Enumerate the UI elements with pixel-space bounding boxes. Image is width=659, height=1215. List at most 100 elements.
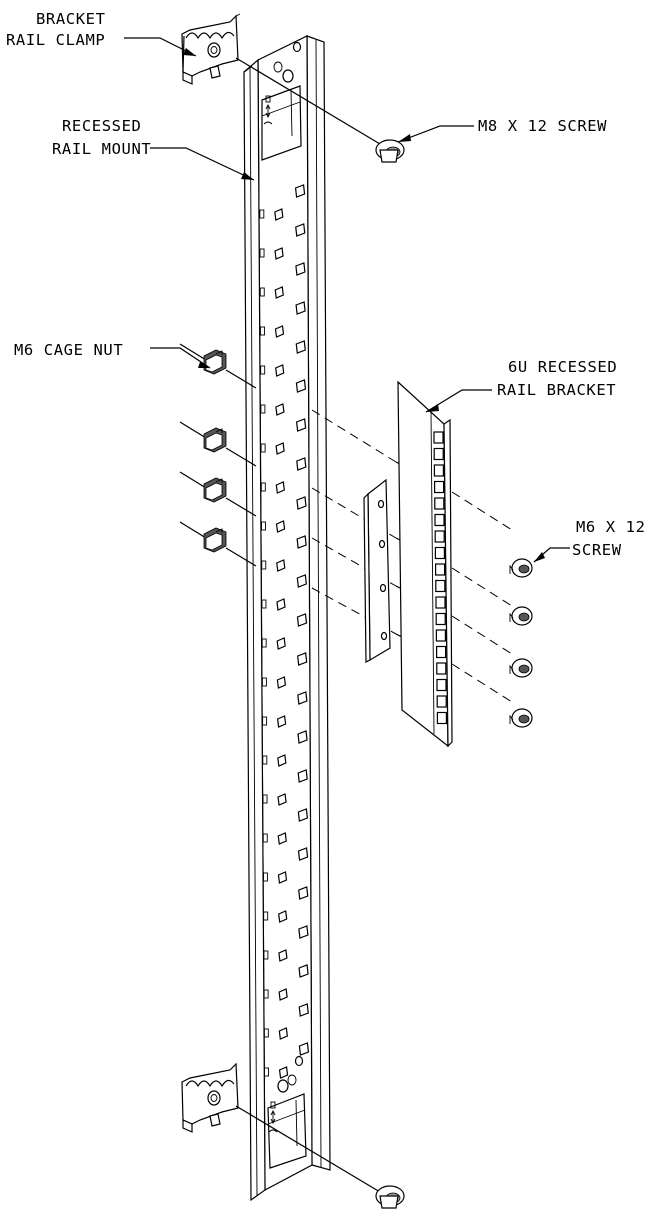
rail-hole [275, 364, 285, 377]
rail-hole [298, 1042, 310, 1056]
rail-hole [264, 1067, 269, 1077]
rail-hole [276, 559, 286, 572]
label-m6-screw-line1: M6 X 12 [576, 518, 646, 536]
rail-hole [261, 677, 267, 687]
rail-hole [260, 404, 266, 414]
bracket-hole [435, 563, 446, 576]
cage-nut-axis [225, 447, 257, 467]
bracket-square-holes [433, 431, 447, 725]
bracket-hole [435, 579, 446, 593]
bracket-hole [434, 546, 445, 560]
rail-hole [259, 209, 265, 219]
alignment-line [451, 615, 513, 655]
rail-hole [262, 833, 268, 843]
m6-screw [509, 558, 533, 578]
rail-hole [277, 754, 287, 767]
rail-hole [297, 730, 308, 744]
rail-hole [295, 418, 307, 432]
rail-hole [278, 988, 288, 1001]
bracket-rail-clamp-bottom [181, 1062, 239, 1133]
rail-hole [278, 1066, 289, 1079]
rail-hole [297, 691, 308, 705]
alignment-line [451, 663, 513, 703]
label-bracket-line2: RAIL CLAMP [6, 31, 105, 49]
rail-hole [298, 925, 309, 939]
rail-hole [275, 403, 285, 416]
rail-hole [296, 613, 308, 627]
filler-plate [363, 478, 391, 663]
bracket-hole [434, 497, 445, 510]
bracket-hole [434, 480, 445, 494]
rail-hole [261, 521, 266, 531]
rail-hole [297, 808, 309, 822]
cage-nut-axis [225, 369, 257, 389]
rail-hole [274, 325, 285, 338]
bracket-hole [435, 612, 446, 626]
rail-hole [278, 949, 288, 962]
rail-hole [298, 964, 309, 978]
rail-hole [278, 910, 288, 923]
rail-hole [275, 481, 285, 494]
label-6u-line1: 6U RECESSED [508, 358, 617, 376]
rail-hole [277, 871, 288, 884]
m6-cage-nut [203, 477, 227, 503]
bracket-hole [436, 662, 447, 675]
rail-hole [261, 599, 267, 609]
m6-screw [509, 658, 533, 678]
rail-hole [276, 598, 286, 611]
rail-hole [297, 652, 308, 666]
rail-hole [274, 208, 284, 221]
rail-hole [263, 911, 269, 921]
m8-screw-top [235, 57, 405, 163]
cage-nut-axis [179, 343, 207, 361]
cage-nut-axis [179, 471, 207, 489]
rail-hole [296, 457, 307, 471]
cage-nut-axis [225, 497, 257, 517]
label-bracket-line1: BRACKET [36, 10, 106, 28]
bracket-hole [434, 530, 445, 543]
bracket-rail-clamp-top [181, 13, 241, 85]
rail-hole [297, 847, 309, 861]
m6-cage-nut [203, 349, 227, 375]
rail-hole [260, 482, 266, 492]
bracket-hole [433, 464, 444, 477]
rail-hole [295, 340, 306, 354]
rail-hole [296, 535, 307, 549]
m6-cage-nut [203, 427, 227, 453]
m6-screws [509, 558, 533, 728]
rail-hole [261, 638, 267, 648]
cage-nut-axis [179, 521, 207, 539]
m6-cage-nut [203, 527, 227, 553]
rail-hole [295, 301, 306, 315]
alignment-line [451, 567, 513, 607]
cage-nut-axis [225, 547, 257, 567]
rail-hole [297, 769, 308, 783]
rail-hole [260, 443, 266, 453]
recessed-rail-mount [243, 35, 331, 1202]
rail-hole [259, 287, 265, 297]
rail-hole [263, 1028, 269, 1038]
rail-hole [263, 989, 269, 999]
bracket-hole [434, 513, 445, 527]
rail-hole [295, 223, 306, 237]
rail-hole [263, 872, 268, 882]
rail-hole [276, 715, 287, 728]
rail-hole [262, 755, 268, 765]
alignment-line [311, 409, 397, 463]
bracket-hole [436, 645, 447, 659]
bracket-hole [433, 431, 444, 444]
bracket-hole [435, 596, 446, 609]
m8-screw-bottom [235, 1105, 405, 1209]
rail-hole [260, 326, 265, 336]
label-m6-cage-nut: M6 CAGE NUT [14, 341, 123, 359]
bracket-hole [435, 629, 446, 642]
m6-screw [509, 708, 533, 728]
rail-hole [277, 832, 287, 845]
rail-hole [296, 496, 307, 510]
rail-hole [295, 379, 307, 393]
m6-cage-nuts [179, 343, 513, 703]
m6-screw [509, 606, 533, 626]
rail-hole [276, 637, 286, 650]
bracket-hole [436, 678, 447, 692]
